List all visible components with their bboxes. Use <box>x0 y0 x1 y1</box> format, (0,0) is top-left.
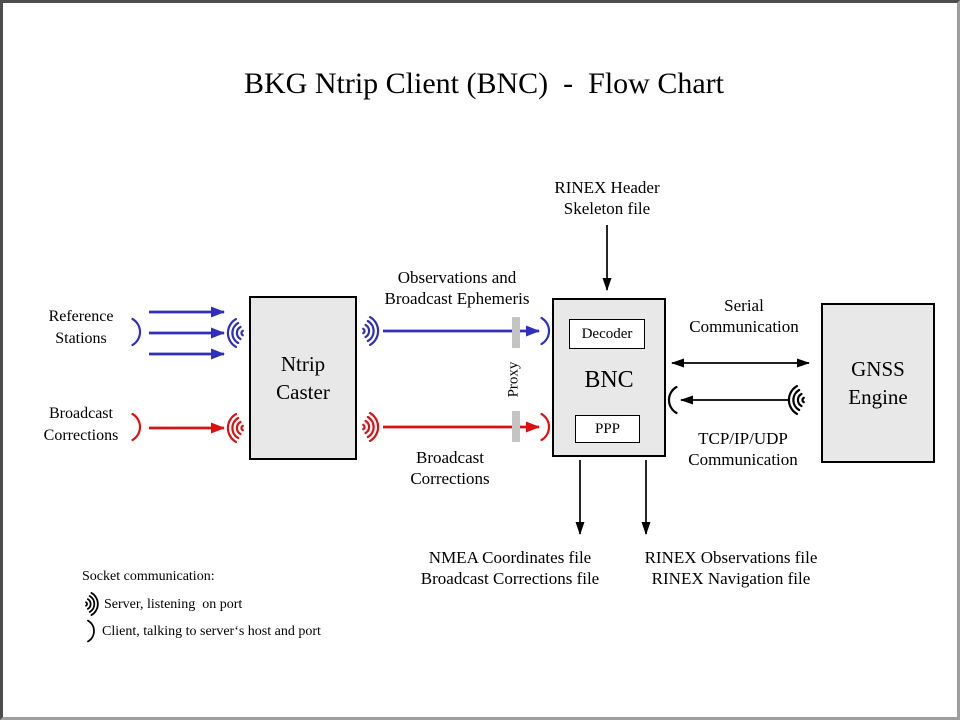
client-talking-icon-legend <box>87 619 95 643</box>
gnss-engine-label: GNSS Engine <box>848 357 908 409</box>
ntrip-caster-label: Ntrip Caster <box>276 352 330 404</box>
client-talking-icon-bnc-tcpip <box>667 385 678 415</box>
observations-ephemeris-label: Observations and Broadcast Ephemeris <box>384 268 530 308</box>
server-listening-icon-caster-corr-out <box>362 412 380 442</box>
proxy-bar-top <box>512 317 520 348</box>
proxy-bar-bottom <box>512 411 520 442</box>
server-listening-icon-legend <box>85 592 99 616</box>
tcpip-communication-label: TCP/IP/UDP Communication <box>688 429 798 469</box>
node-ntrip-caster: Ntrip Caster <box>249 296 357 460</box>
reference-stations-label: Reference Stations <box>48 308 114 347</box>
server-listening-icon-caster-obs-out <box>362 316 380 346</box>
page-title: BKG Ntrip Client (BNC) - Flow Chart <box>244 67 724 100</box>
legend-server-item: Server, listening on port <box>104 597 243 612</box>
legend-client-item: Client, talking to server‘s host and por… <box>102 624 321 639</box>
node-bnc: Decoder BNC PPP <box>552 298 666 457</box>
ppp-label: PPP <box>594 421 621 437</box>
node-decoder: Decoder <box>569 319 645 349</box>
rinex-output-label: RINEX Observations file RINEX Navigation… <box>644 548 818 588</box>
legend-heading: Socket communication: <box>82 569 215 584</box>
client-talking-icon-bnc-corr <box>540 412 551 442</box>
broadcast-corrections-stream-label: Broadcast Corrections <box>410 448 490 488</box>
proxy-label: Proxy <box>505 361 522 398</box>
client-talking-icon-reference-stations <box>131 317 142 347</box>
server-listening-icon-caster-corr-in <box>226 413 244 443</box>
decoder-label: Decoder <box>581 326 633 342</box>
nmea-output-label: NMEA Coordinates file Broadcast Correcti… <box>420 548 600 588</box>
server-listening-icon-gnss-engine <box>787 385 805 415</box>
client-talking-icon-broadcast-corrections <box>131 412 142 442</box>
bnc-label: BNC <box>584 367 634 393</box>
node-ppp: PPP <box>575 415 640 443</box>
rinex-header-skeleton-label: RINEX Header Skeleton file <box>554 178 660 218</box>
server-listening-icon-caster-obs-in <box>226 318 244 348</box>
node-gnss-engine: GNSS Engine <box>821 303 935 463</box>
broadcast-corrections-input-label: Broadcast Corrections <box>43 405 119 444</box>
serial-communication-label: Serial Communication <box>689 296 799 336</box>
client-talking-icon-bnc-obs <box>540 316 551 346</box>
